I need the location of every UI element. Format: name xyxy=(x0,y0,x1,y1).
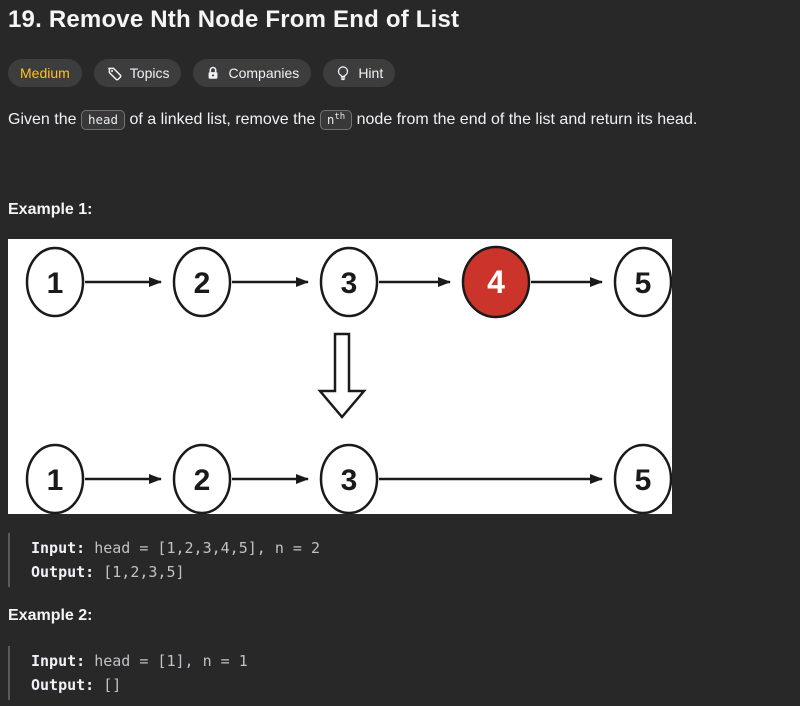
output-line: Output: [1,2,3,5] xyxy=(31,563,185,581)
input-value: head = [1,2,3,4,5], n = 2 xyxy=(94,539,320,557)
inline-code-nth: nth xyxy=(319,110,353,130)
list-node xyxy=(319,443,379,515)
list-node-value: 2 xyxy=(194,464,211,497)
list-node xyxy=(613,246,673,318)
list-node-value: 4 xyxy=(487,264,505,300)
input-line: Input: head = [1], n = 1 xyxy=(31,652,248,670)
companies-button[interactable]: Companies xyxy=(193,59,312,87)
difficulty-label: Medium xyxy=(20,65,70,81)
list-node-highlighted xyxy=(461,245,531,319)
tag-icon xyxy=(106,65,123,82)
example-2-io: Input: head = [1], n = 1 Output: [] xyxy=(8,646,776,700)
example-1-io: Input: head = [1,2,3,4,5], n = 2 Output: … xyxy=(8,533,776,587)
description-text: Given the xyxy=(8,111,81,128)
difficulty-badge[interactable]: Medium xyxy=(8,59,82,87)
badge-row: Medium Topics Companies xyxy=(8,59,776,87)
input-value: head = [1], n = 1 xyxy=(94,652,248,670)
hint-label: Hint xyxy=(358,65,384,81)
companies-label: Companies xyxy=(228,65,300,81)
hint-button[interactable]: Hint xyxy=(323,59,396,87)
topics-button[interactable]: Topics xyxy=(93,59,182,87)
list-node xyxy=(25,246,85,318)
list-node-value: 2 xyxy=(194,267,211,300)
problem-title: 19. Remove Nth Node From End of List xyxy=(8,6,460,33)
list-node-value: 1 xyxy=(47,267,64,300)
list-node-value: 5 xyxy=(635,267,652,300)
lightbulb-icon xyxy=(335,65,351,81)
problem-description: Given the head of a linked list, remove … xyxy=(8,108,776,132)
linked-list-diagram: 1 2 3 4 5 1 2 3 5 xyxy=(25,245,673,515)
down-arrow-icon xyxy=(317,332,367,419)
output-value: [] xyxy=(103,676,122,694)
description-text: of a linked list, remove the xyxy=(125,111,320,128)
list-node xyxy=(25,443,85,515)
list-node-value: 3 xyxy=(341,267,358,300)
list-node xyxy=(613,443,673,515)
list-node xyxy=(319,246,379,318)
input-line: Input: head = [1,2,3,4,5], n = 2 xyxy=(31,539,320,557)
list-node xyxy=(172,443,232,515)
list-node xyxy=(172,246,232,318)
list-node-value: 5 xyxy=(635,464,652,497)
linked-list-figure: 1 2 3 4 5 1 2 3 5 xyxy=(8,239,673,515)
inline-code-head: head xyxy=(80,110,126,130)
topics-label: Topics xyxy=(129,65,170,81)
example-2-heading: Example 2: xyxy=(8,607,93,624)
lock-icon xyxy=(205,65,221,81)
example-1-heading: Example 1: xyxy=(8,201,93,218)
output-value: [1,2,3,5] xyxy=(103,563,185,581)
output-line: Output: [] xyxy=(31,676,122,694)
list-node-value: 1 xyxy=(47,464,64,497)
description-text: node from the end of the list and return… xyxy=(352,111,698,128)
list-node-value: 3 xyxy=(341,464,358,497)
